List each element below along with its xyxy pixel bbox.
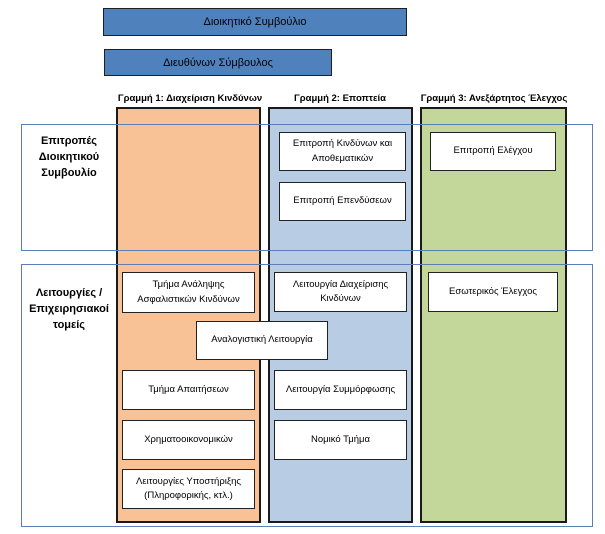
line3-heading: Γραμμή 3: Ανεξάρτητος Έλεγχος	[420, 93, 568, 104]
committees-row-label: Επιτροπές Διοικητικού Συμβουλίο	[38, 135, 100, 179]
finance-box: Χρηματοοικονομικών	[122, 420, 255, 460]
internal-audit-label: Εσωτερικός Έλεγχος	[449, 285, 537, 297]
ceo-label: Διευθύνων Σύμβουλος	[163, 56, 273, 69]
support-functions-label: Λειτουργίες Υποστήριξης (Πληροφορικής, κ…	[136, 475, 241, 501]
claims-dept-label: Τμήμα Απαιτήσεων	[148, 383, 229, 395]
board-of-directors-box: Διοικητικό Συμβούλιο	[103, 8, 407, 36]
actuarial-function-label: Αναλογιστική Λειτουργία	[211, 334, 313, 346]
actuarial-function-box: Αναλογιστική Λειτουργία	[196, 321, 328, 360]
compliance-function-label: Λειτουργία Συμμόρφωσης	[285, 383, 396, 395]
audit-committee-box: Επιτροπή Ελέγχου	[430, 132, 556, 171]
board-of-directors-label: Διοικητικό Συμβούλιο	[203, 16, 307, 28]
audit-committee-label: Επιτροπή Ελέγχου	[453, 145, 533, 157]
compliance-function-box: Λειτουργία Συμμόρφωσης	[274, 370, 407, 410]
investment-committee-box: Επιτροπή Επενδύσεων	[279, 182, 406, 221]
risk-management-function-label: Λειτουργία Διαχείρισης Κινδύνων	[292, 278, 389, 304]
legal-dept-label: Νομικό Τμήμα	[311, 433, 370, 445]
finance-label: Χρηματοοικονομικών	[144, 433, 233, 445]
underwriting-dept-box: Τμήμα Ανάληψης Ασφαλιστικών Κινδύνων	[122, 272, 255, 313]
underwriting-dept-label: Τμήμα Ανάληψης Ασφαλιστικών Κινδύνων	[137, 279, 240, 305]
internal-audit-box: Εσωτερικός Έλεγχος	[428, 272, 558, 312]
risk-reserves-committee-box: Επιτροπή Κινδύνων και Αποθεματικών	[279, 132, 406, 171]
investment-committee-label: Επιτροπή Επενδύσεων	[293, 195, 392, 207]
legal-dept-box: Νομικό Τμήμα	[274, 420, 407, 460]
line1-heading: Γραμμή 1: Διαχείριση Κινδύνων	[117, 93, 263, 104]
functions-band	[21, 264, 593, 527]
risk-reserves-committee-label: Επιτροπή Κινδύνων και Αποθεματικών	[292, 138, 393, 164]
ceo-box: Διευθύνων Σύμβουλος	[104, 49, 332, 76]
line2-heading: Γραμμή 2: Εποπτεία	[294, 93, 386, 104]
risk-management-function-box: Λειτουργία Διαχείρισης Κινδύνων	[274, 272, 407, 312]
support-functions-box: Λειτουργίες Υποστήριξης (Πληροφορικής, κ…	[122, 469, 255, 509]
line3-column	[420, 107, 567, 523]
functions-row-label: Λειτουργίες / Επιχειρησιακοί τομείς	[29, 287, 109, 331]
claims-dept-box: Τμήμα Απαιτήσεων	[122, 370, 255, 410]
committees-band	[21, 124, 593, 251]
